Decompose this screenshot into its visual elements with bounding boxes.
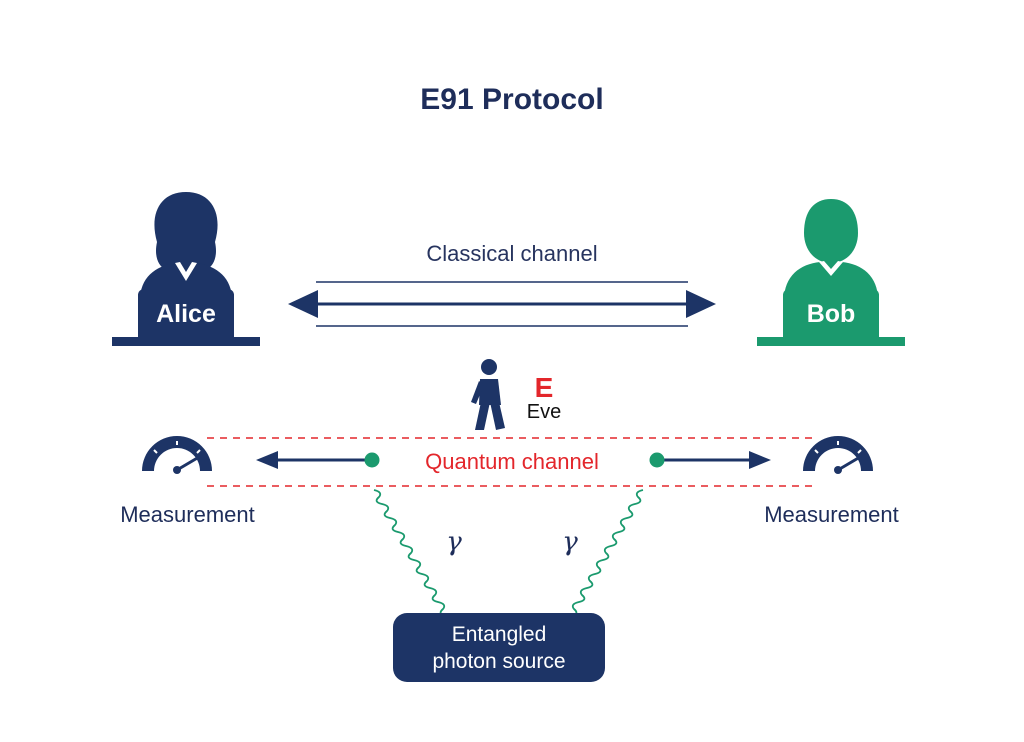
- bob-head-icon: [804, 199, 858, 263]
- photon-left-gamma-label: γ: [446, 527, 462, 557]
- bob-collar-icon: [819, 261, 843, 276]
- classical-arrow-right-head-icon: [686, 290, 716, 318]
- bob-label: Bob: [806, 300, 856, 328]
- alice-desk: [112, 337, 260, 346]
- bob-desk: [757, 337, 905, 346]
- eve-head: [481, 359, 497, 375]
- alice-label: Alice: [156, 300, 216, 328]
- bob-laptop-icon: [783, 289, 879, 345]
- alice-figure: [112, 192, 260, 346]
- alice-collar-icon: [175, 262, 197, 281]
- gauge-left-icon: [142, 436, 212, 474]
- photon-dot-left: [364, 452, 380, 468]
- source-label-line1: Entangled: [451, 622, 547, 646]
- eve-leg-right: [490, 402, 505, 430]
- eve-figure-icon: [471, 359, 505, 430]
- photon-right-gamma-label: γ: [562, 527, 578, 557]
- eve-letter-label: E: [534, 372, 554, 403]
- quantum-arrow-right-head-icon: [749, 451, 771, 469]
- bob-figure: [757, 199, 905, 346]
- alice-laptop-icon: [138, 289, 234, 345]
- entangled-photon-source-box: Entangled photon source: [393, 613, 605, 682]
- classical-arrow-left-head-icon: [288, 290, 318, 318]
- photon-wave-left: [373, 489, 447, 617]
- gauge-right-icon: [803, 436, 873, 474]
- source-label-line2: photon source: [432, 649, 566, 673]
- photon-dot-right: [649, 452, 665, 468]
- page-title: E91 Protocol: [420, 83, 604, 116]
- alice-hair-icon: [154, 192, 218, 270]
- quantum-channel-label: Quantum channel: [425, 449, 599, 474]
- quantum-channel: [207, 437, 815, 487]
- quantum-arrow-left-head-icon: [256, 451, 278, 469]
- eve-torso: [479, 379, 501, 405]
- classical-channel: [288, 281, 716, 327]
- eve-arm: [471, 381, 484, 404]
- classical-channel-label: Classical channel: [426, 241, 598, 266]
- measurement-right-label: Measurement: [764, 502, 899, 527]
- photon-wave-right: [570, 489, 644, 617]
- measurement-left-label: Measurement: [120, 502, 255, 527]
- eve-label: Eve: [526, 401, 562, 423]
- eve-leg-left: [475, 402, 490, 430]
